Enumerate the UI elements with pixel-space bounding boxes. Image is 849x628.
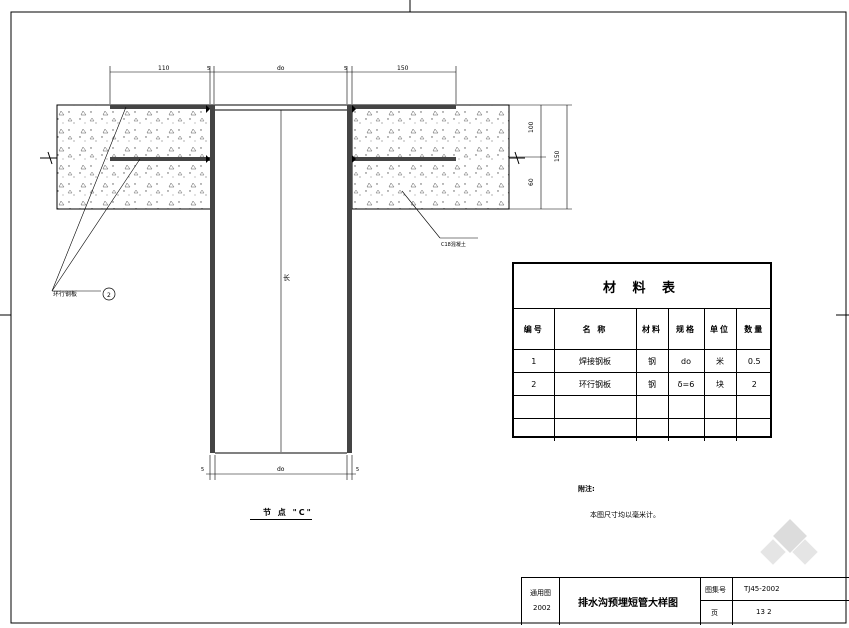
dim-top-left: 110: [158, 65, 170, 72]
material-table-header-cell: 数量: [735, 309, 772, 350]
material-table-cell: [703, 395, 737, 419]
top-plate: [213, 104, 353, 111]
material-table-cell: 环行钢板: [553, 372, 637, 396]
material-table-row: [514, 418, 772, 441]
callout-left-number: 2: [107, 292, 111, 299]
dim-thick-bottom-left: 5: [201, 467, 204, 473]
pipe-length-label: 长: [283, 273, 290, 282]
material-table-cell: [514, 395, 555, 419]
material-table-header-cell: 规格: [667, 309, 705, 350]
material-table-cell: 0.5: [735, 349, 772, 373]
detail-caption: 节 点 "C": [263, 508, 313, 517]
dim-right-total: 150: [554, 150, 561, 162]
material-table-cell: [514, 418, 555, 441]
material-table-cell: 米: [703, 349, 737, 373]
callout-left-text: 环行钢板: [53, 290, 77, 298]
dim-right-top: 100: [528, 121, 535, 133]
ring-plate-mid-left: [110, 157, 214, 161]
material-table-cell: 焊接钢板: [553, 349, 637, 373]
material-table-cell: 1: [514, 349, 555, 373]
dim-top-right: 150: [397, 65, 409, 72]
break-mark-right: [509, 151, 525, 165]
title-block: 通用图 2002 排水沟预埋短管大样图 图集号 TJ45-2002 页 13 2: [521, 577, 849, 625]
notes-text: 本图尺寸均以毫米计。: [590, 511, 660, 519]
tb-general-label: 通用图: [530, 589, 551, 597]
dim-top-middle: do: [277, 65, 285, 72]
tb-year: 2002: [533, 604, 551, 612]
material-table-cell: δ=6: [667, 372, 705, 396]
material-table-header-cell: 名 称: [553, 309, 637, 350]
material-table-cell: [635, 395, 669, 419]
pipe-wall-right: [347, 105, 352, 453]
material-table-cell: [735, 395, 772, 419]
material-table-cell: [553, 418, 637, 441]
notes-title: 附注:: [578, 485, 595, 493]
material-table-cell: [735, 418, 772, 441]
tb-title: 排水沟预埋短管大样图: [578, 598, 678, 609]
callout-right-text: C18混凝土: [441, 241, 466, 248]
material-table-cell: [703, 418, 737, 441]
material-table-cell: 钢: [635, 349, 669, 373]
material-table-row: [514, 395, 772, 419]
material-table-cell: 2: [735, 372, 772, 396]
material-table-cell: 2: [514, 372, 555, 396]
pipe-wall-left: [210, 105, 215, 453]
material-table-cell: 钢: [635, 372, 669, 396]
material-table-header-cell: 材料: [635, 309, 669, 350]
ring-plate-top-right: [352, 105, 456, 109]
dim-thick-top-left: 5: [207, 66, 210, 72]
material-table-cell: [553, 395, 637, 419]
tb-page: 13 2: [756, 608, 772, 616]
dim-thick-top-right: 5: [344, 66, 347, 72]
caption-underline: [250, 519, 312, 520]
material-table-cell: [667, 395, 705, 419]
leader-left-2: [51, 158, 141, 292]
break-mark-left: [40, 151, 57, 165]
material-table-cell: [635, 418, 669, 441]
tb-page-label: 页: [711, 609, 718, 617]
callout-left-circle: [102, 287, 116, 301]
ring-plate-top-left: [110, 105, 214, 109]
tb-drawing-no: TJ45-2002: [744, 585, 780, 593]
ring-plate-mid-right: [352, 157, 456, 161]
leader-left-1: [51, 106, 127, 292]
material-table-header-cell: 编号: [514, 309, 555, 350]
material-table-cell: do: [667, 349, 705, 373]
leader-right: [401, 190, 441, 239]
material-table-cell: 块: [703, 372, 737, 396]
sheet-frame: [10, 11, 847, 624]
material-table-title: 材 料 表: [514, 264, 770, 309]
material-table-header-cell: 单位: [703, 309, 737, 350]
material-table-header-row: 编号名 称材料规格单位数量: [514, 309, 772, 350]
dim-right-bottom: 60: [528, 178, 535, 186]
material-table-cell: [667, 418, 705, 441]
tb-drawing-no-label: 图集号: [705, 586, 726, 594]
watermark-logo: [760, 519, 818, 565]
dim-thick-bottom-right: 5: [356, 467, 359, 473]
dim-bottom-middle: do: [277, 466, 285, 473]
